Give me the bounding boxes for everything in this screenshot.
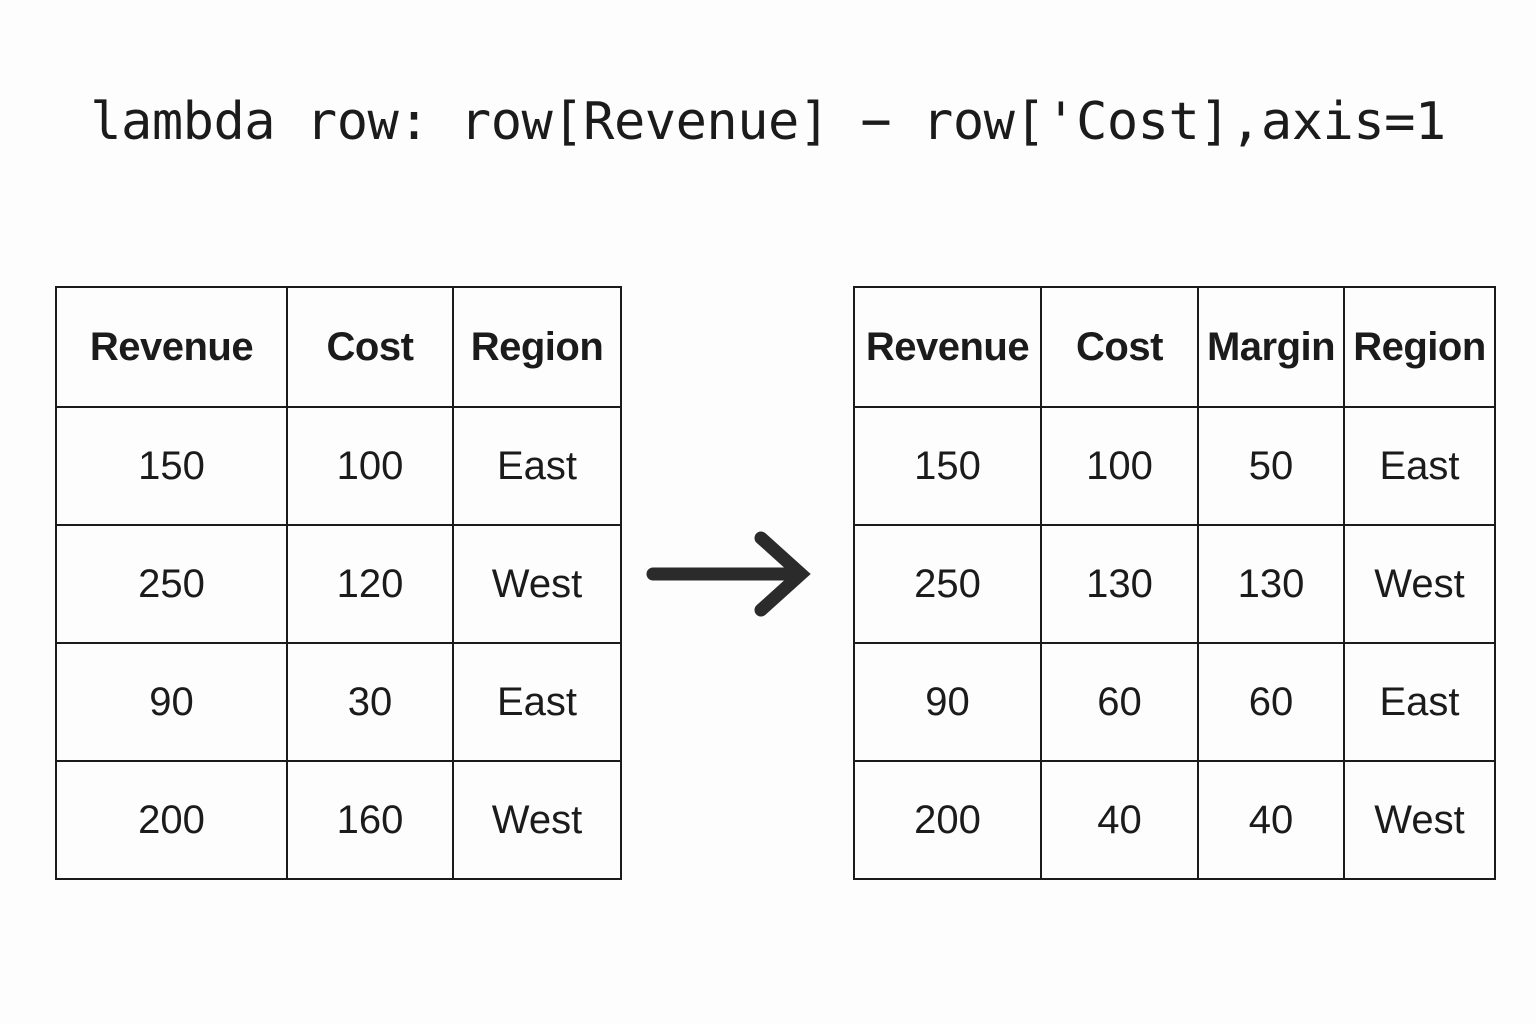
input-cell-region: East xyxy=(452,642,622,762)
input-header-cost: Cost xyxy=(286,286,454,408)
table-row: 250 130 130 West xyxy=(853,524,1496,644)
code-expression-title: lambda row: row[Revenue] − row['Cost],ax… xyxy=(90,92,1446,152)
output-cell-revenue: 90 xyxy=(853,642,1042,762)
output-cell-revenue: 150 xyxy=(853,406,1042,526)
table-row: 200 160 West xyxy=(55,760,622,880)
output-header-cost: Cost xyxy=(1040,286,1199,408)
table-row: 150 100 50 East xyxy=(853,406,1496,526)
table-header-row: Revenue Cost Margin Region xyxy=(853,286,1496,408)
output-dataframe-table: Revenue Cost Margin Region 150 100 50 Ea… xyxy=(853,286,1496,880)
output-cell-cost: 40 xyxy=(1040,760,1199,880)
input-cell-revenue: 150 xyxy=(55,406,288,526)
input-table-header: Revenue Cost Region xyxy=(55,286,622,408)
output-cell-revenue: 250 xyxy=(853,524,1042,644)
input-cell-region: West xyxy=(452,760,622,880)
output-cell-cost: 130 xyxy=(1040,524,1199,644)
output-cell-region: East xyxy=(1343,642,1496,762)
table-row: 250 120 West xyxy=(55,524,622,644)
input-cell-revenue: 200 xyxy=(55,760,288,880)
output-cell-region: West xyxy=(1343,760,1496,880)
input-cell-region: West xyxy=(452,524,622,644)
output-cell-region: East xyxy=(1343,406,1496,526)
table-row: 150 100 East xyxy=(55,406,622,526)
output-cell-cost: 60 xyxy=(1040,642,1199,762)
input-cell-cost: 30 xyxy=(286,642,454,762)
table-row: 90 60 60 East xyxy=(853,642,1496,762)
output-cell-margin: 50 xyxy=(1197,406,1345,526)
input-cell-cost: 120 xyxy=(286,524,454,644)
input-cell-revenue: 250 xyxy=(55,524,288,644)
output-table-body: 150 100 50 East 250 130 130 West 90 60 6… xyxy=(853,406,1496,880)
input-header-region: Region xyxy=(452,286,622,408)
output-header-margin: Margin xyxy=(1197,286,1345,408)
output-cell-region: West xyxy=(1343,524,1496,644)
output-cell-cost: 100 xyxy=(1040,406,1199,526)
output-header-region: Region xyxy=(1343,286,1496,408)
output-header-revenue: Revenue xyxy=(853,286,1042,408)
arrow-head xyxy=(754,531,811,617)
output-table-header: Revenue Cost Margin Region xyxy=(853,286,1496,408)
table-row: 200 40 40 West xyxy=(853,760,1496,880)
output-cell-revenue: 200 xyxy=(853,760,1042,880)
table-header-row: Revenue Cost Region xyxy=(55,286,622,408)
input-cell-revenue: 90 xyxy=(55,642,288,762)
input-cell-region: East xyxy=(452,406,622,526)
transformation-arrow-icon xyxy=(646,531,811,617)
input-cell-cost: 160 xyxy=(286,760,454,880)
input-cell-cost: 100 xyxy=(286,406,454,526)
output-cell-margin: 60 xyxy=(1197,642,1345,762)
input-dataframe-table: Revenue Cost Region 150 100 East 250 120… xyxy=(55,286,622,880)
input-header-revenue: Revenue xyxy=(55,286,288,408)
input-table-body: 150 100 East 250 120 West 90 30 East 200… xyxy=(55,406,622,880)
output-cell-margin: 130 xyxy=(1197,524,1345,644)
table-row: 90 30 East xyxy=(55,642,622,762)
output-cell-margin: 40 xyxy=(1197,760,1345,880)
